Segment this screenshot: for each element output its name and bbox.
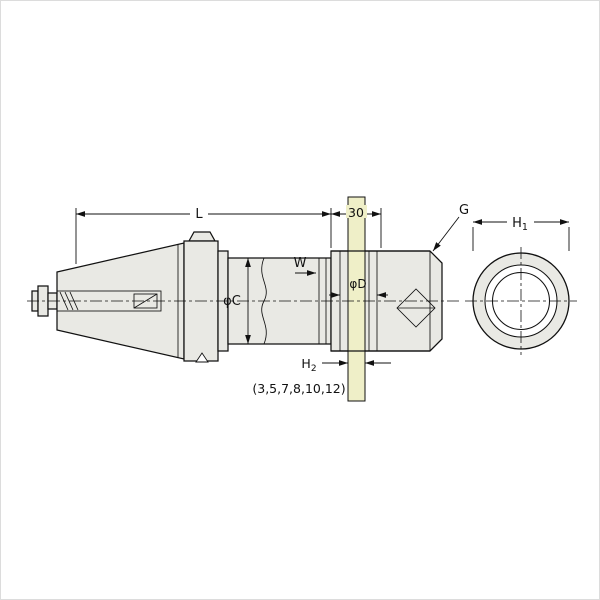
clamp-screw [396,288,436,328]
dimension-H2: H2 [301,356,391,374]
dim-text-mask [346,205,367,218]
dim-label-phiC: φC [223,294,241,309]
dim-label-H2: H2 [301,356,316,374]
label-G: G [432,203,469,252]
dim-label-H1: H1 [512,216,528,233]
sizes-note: (3,5,7,8,10,12) [252,381,345,396]
dim-text-mask [507,215,534,229]
head-edges-over-bar [331,250,430,352]
key-bar [347,196,366,402]
dimension-phiD: φD [329,277,388,298]
dimension-W: W [294,256,316,276]
dim-label-30: 30 [348,205,364,220]
drive-key-boss [187,231,217,242]
flange [183,231,219,363]
v-groove-notch [195,352,209,363]
dim-label-W: W [294,256,307,271]
dimension-phiC: φC [223,258,251,344]
dim-label-L: L [195,207,203,222]
dim-text-mask [190,206,208,220]
dim-label-G: G [459,203,469,218]
dimension-L: L [75,206,332,264]
centerlines [27,247,577,355]
dim-label-phiD: φD [349,277,366,291]
dimension-H1: H1 [472,215,570,251]
dimension-30: 30 [331,205,382,248]
